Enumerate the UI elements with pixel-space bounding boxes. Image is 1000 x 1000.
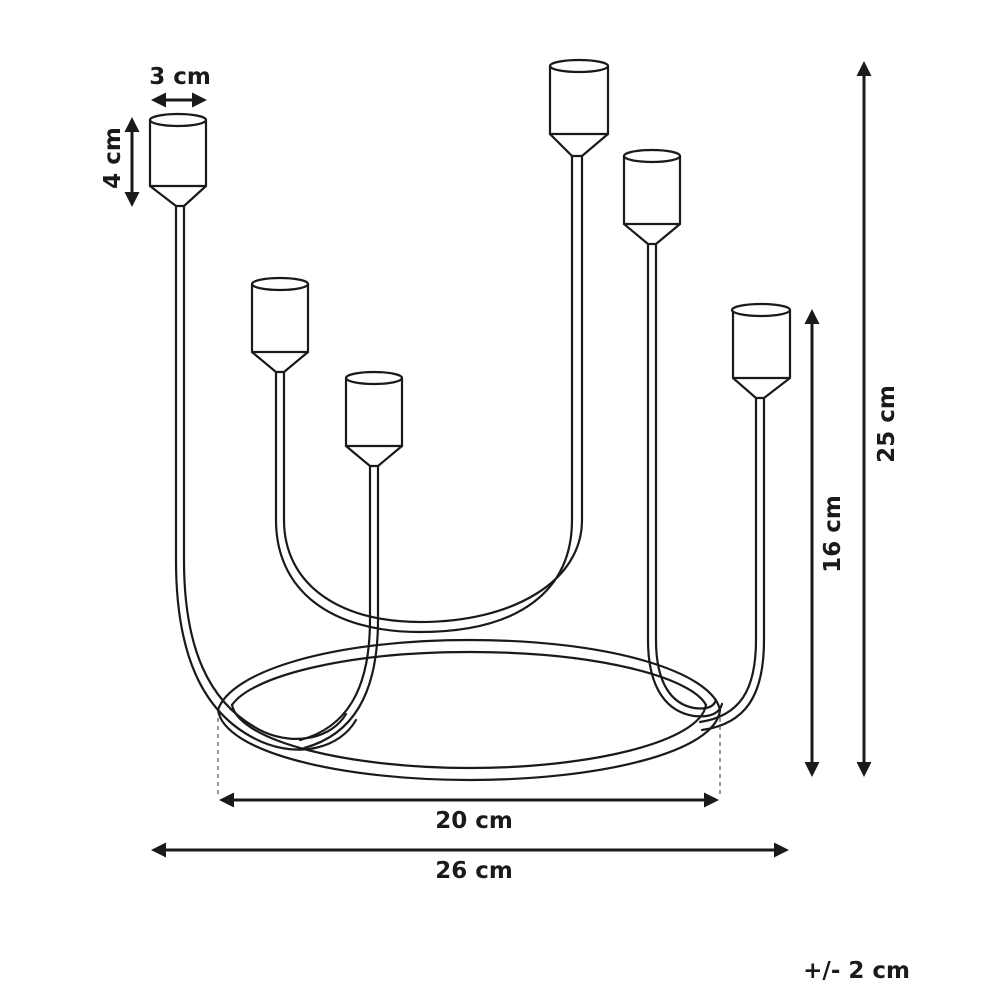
candle-cup-1: [148, 112, 208, 208]
arm-2: [274, 154, 574, 634]
candle-cup-4: [548, 58, 610, 158]
cup-height-label: 4 cm: [100, 127, 126, 189]
tolerance-note: +/- 2 cm: [803, 958, 910, 984]
candle-cup-2: [250, 276, 310, 374]
arm-1: [174, 204, 358, 751]
base-ring-back: [216, 638, 722, 712]
arm-height-label: 16 cm: [820, 495, 846, 573]
arm-3: [298, 464, 372, 742]
cup-width-label: 3 cm: [149, 64, 211, 90]
candle-cup-5: [622, 148, 682, 246]
total-height-label: 25 cm: [874, 385, 900, 463]
total-width-label: 26 cm: [435, 858, 513, 884]
base-ring-front: [216, 708, 722, 782]
arm-5: [698, 396, 758, 724]
base-width-label: 20 cm: [435, 808, 513, 834]
arm-4: [646, 242, 724, 718]
candle-cup-3: [344, 370, 404, 468]
candle-cup-6: [730, 302, 792, 400]
